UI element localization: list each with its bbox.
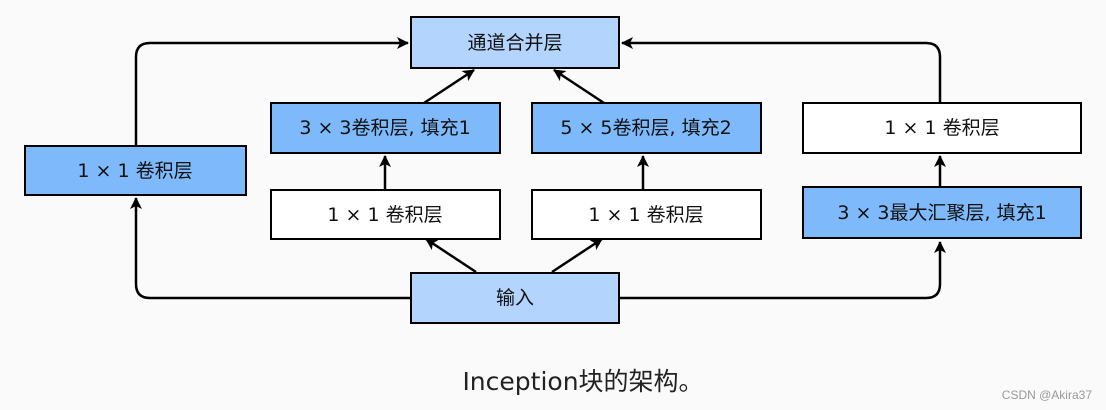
- node-conv5x5: 5 × 5卷积层, 填充2: [531, 102, 762, 154]
- node-conv1x1-top-right-label: 1 × 1 卷积层: [884, 117, 999, 139]
- edge-conv1x1-top-right-to-concat: [621, 37, 942, 102]
- edge-conv1x1-left-to-concat: [134, 37, 409, 145]
- node-conv3x3-label: 3 × 3卷积层, 填充1: [299, 117, 470, 139]
- node-conv1x1-left: 1 × 1 卷积层: [24, 145, 247, 196]
- edge-input-to-conv1x1-mid1: [425, 237, 477, 274]
- node-conv5x5-label: 5 × 5卷积层, 填充2: [560, 117, 731, 139]
- node-concat-label: 通道合并层: [467, 32, 562, 54]
- watermark: CSDN @Akira37: [1001, 388, 1092, 402]
- node-conv1x1-left-label: 1 × 1 卷积层: [77, 160, 192, 182]
- node-conv1x1-mid1: 1 × 1 卷积层: [270, 189, 501, 240]
- node-conv1x1-mid1-label: 1 × 1 卷积层: [327, 204, 442, 226]
- connectors: [130, 37, 946, 300]
- node-maxpool-label: 3 × 3最大汇聚层, 填充1: [837, 202, 1046, 224]
- node-conv3x3: 3 × 3卷积层, 填充1: [270, 102, 501, 154]
- figure-caption: Inception块的架构。: [462, 367, 704, 396]
- node-conv1x1-mid2: 1 × 1 卷积层: [531, 189, 762, 240]
- edge-input-to-maxpool: [620, 241, 946, 300]
- edge-input-to-conv1x1-left: [130, 197, 410, 300]
- node-concat: 通道合并层: [410, 16, 620, 69]
- inception-diagram: 通道合并层 3 × 3卷积层, 填充1 5 × 5卷积层, 填充2 1 × 1 …: [24, 16, 1082, 324]
- node-conv1x1-mid2-label: 1 × 1 卷积层: [588, 204, 703, 226]
- node-conv1x1-top-right: 1 × 1 卷积层: [802, 102, 1082, 154]
- node-maxpool: 3 × 3最大汇聚层, 填充1: [802, 186, 1082, 239]
- node-input-label: 输入: [496, 287, 534, 309]
- node-input: 输入: [410, 272, 620, 324]
- edge-conv3x3-to-concat: [423, 68, 475, 105]
- edge-conv5x5-to-concat: [553, 68, 605, 105]
- edge-input-to-conv1x1-mid2: [551, 237, 603, 274]
